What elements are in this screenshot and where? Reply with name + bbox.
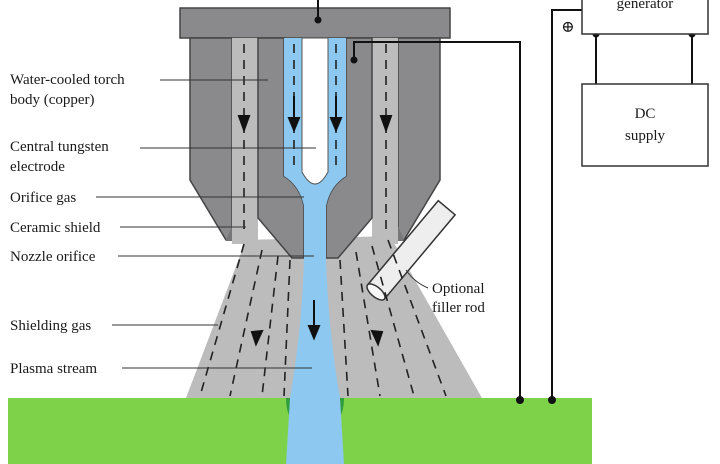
generator-label: generator xyxy=(617,0,674,12)
wire-node xyxy=(516,396,524,404)
shield-flow-line xyxy=(283,259,291,397)
torch-body-label-2: body (copper) xyxy=(10,92,95,108)
ceramic-shield-left xyxy=(226,226,232,240)
shielding-gas-channel-right xyxy=(372,38,398,244)
workpiece-wire xyxy=(551,9,582,400)
filler-rod-label-1: Optional xyxy=(432,281,485,297)
ceramic-shield-label: Ceramic shield xyxy=(10,220,101,236)
wire-node xyxy=(548,396,556,404)
torch-top-plate xyxy=(179,7,451,39)
flow-arrows xyxy=(237,96,393,347)
shielding-gas-label: Shielding gas xyxy=(10,318,91,334)
plus-icon: ⊕ xyxy=(561,19,574,36)
filler-rod xyxy=(366,199,457,301)
filler-rod-label-2: filler rod xyxy=(432,300,485,316)
dc-supply-box xyxy=(581,83,709,167)
electrode-label-2: electrode xyxy=(10,159,65,175)
torch-body-label-1: Water-cooled torch xyxy=(10,72,125,88)
tungsten-electrode xyxy=(301,37,329,185)
shielding-gas-channel-left xyxy=(232,38,258,244)
torch-body-left xyxy=(189,37,233,241)
plasma-stream xyxy=(284,38,346,464)
wire-node xyxy=(314,16,322,24)
nozzle-wire xyxy=(353,41,521,400)
shield-flow-line xyxy=(387,239,447,397)
shield-flow-line xyxy=(371,245,415,397)
dc-supply-label-1: DC xyxy=(635,106,656,122)
nozzle-orifice-label: Nozzle orifice xyxy=(10,249,96,265)
ceramic-shield-right xyxy=(398,226,404,240)
wire-node xyxy=(350,56,358,64)
generator-box xyxy=(581,0,709,35)
orifice-gas-label: Orifice gas xyxy=(10,190,76,206)
shield-flow-line xyxy=(355,251,381,397)
filler-rod-leader xyxy=(405,269,429,289)
electrode-label-1: Central tungsten xyxy=(10,139,109,155)
shield-flow-line xyxy=(229,249,263,397)
shield-flow-line xyxy=(199,243,245,397)
shield-flow-line xyxy=(339,259,349,397)
plasma-stream-label: Plasma stream xyxy=(10,361,97,377)
shielding-gas-plume xyxy=(186,236,482,398)
shield-flow-line xyxy=(261,255,279,397)
dc-supply-label-2: supply xyxy=(625,128,666,144)
